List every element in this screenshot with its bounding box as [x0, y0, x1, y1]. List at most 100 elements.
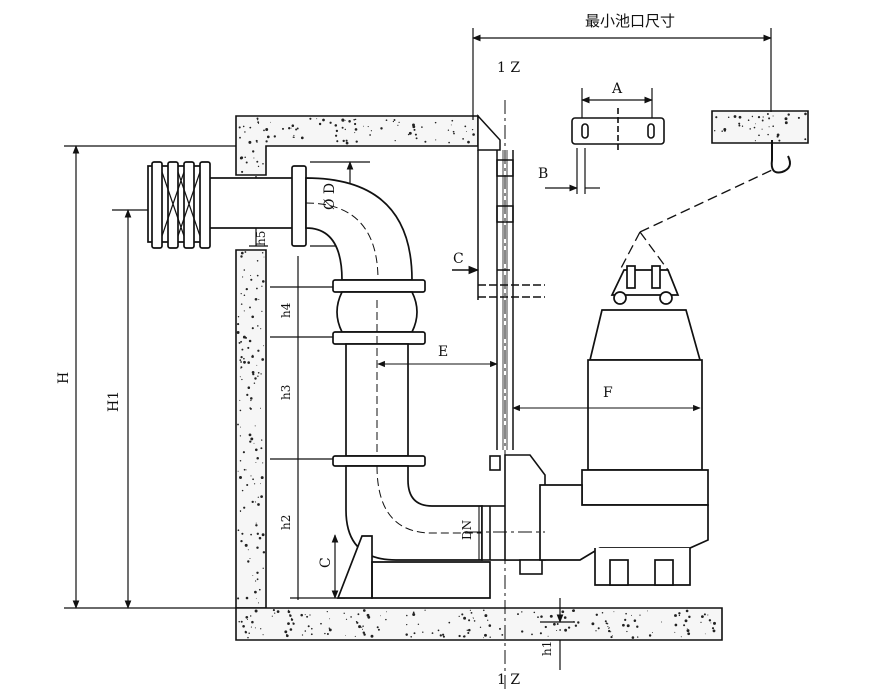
concrete-speck	[253, 442, 255, 444]
concrete-speck	[256, 160, 259, 163]
concrete-speck	[247, 361, 250, 364]
concrete-speck	[244, 631, 248, 634]
concrete-speck	[405, 633, 408, 636]
concrete-speck	[408, 131, 412, 135]
concrete-speck	[253, 382, 256, 384]
concrete-speck	[754, 140, 756, 142]
concrete-speck	[610, 636, 613, 639]
concrete-speck	[370, 634, 374, 638]
concrete-speck	[380, 615, 381, 617]
concrete-speck	[738, 122, 741, 125]
concrete-speck	[531, 633, 533, 636]
concrete-speck	[273, 135, 276, 138]
concrete-speck	[289, 628, 293, 631]
concrete-speck	[354, 132, 356, 134]
concrete-speck	[761, 128, 763, 130]
concrete-speck	[254, 425, 256, 427]
concrete-speck	[626, 630, 628, 633]
concrete-speck	[406, 623, 408, 626]
concrete-speck	[288, 127, 291, 130]
concrete-speck	[254, 297, 258, 301]
concrete-speck	[674, 623, 678, 627]
concrete-speck	[686, 629, 690, 633]
concrete-speck	[292, 136, 295, 138]
concrete-speck	[261, 251, 264, 254]
concrete-speck	[747, 119, 750, 121]
concrete-speck	[245, 615, 249, 619]
concrete-speck	[304, 614, 306, 616]
concrete-speck	[242, 276, 244, 278]
concrete-speck	[246, 483, 249, 487]
concrete-speck	[710, 622, 712, 624]
concrete-speck	[324, 632, 326, 635]
concrete-speck	[238, 126, 241, 129]
concrete-speck	[447, 129, 450, 131]
concrete-speck	[567, 626, 571, 629]
concrete-speck	[601, 611, 604, 614]
concrete-speck	[678, 612, 681, 615]
concrete-speck	[276, 610, 280, 613]
concrete-speck	[344, 128, 346, 131]
concrete-speck	[448, 141, 450, 144]
concrete-speck	[435, 139, 437, 141]
concrete-speck	[499, 627, 501, 630]
concrete-speck	[608, 628, 610, 630]
concrete-speck	[255, 501, 257, 503]
concrete-speck	[563, 616, 567, 619]
concrete-speck	[245, 287, 248, 291]
concrete-speck	[701, 615, 704, 618]
concrete-speck	[439, 634, 442, 637]
concrete-speck	[605, 622, 608, 625]
concrete-speck	[237, 315, 240, 318]
concrete-speck	[242, 451, 245, 454]
concrete-speck	[406, 614, 408, 617]
concrete-speck	[244, 156, 246, 158]
concrete-speck	[239, 459, 242, 462]
concrete-speck	[549, 614, 553, 618]
concrete-speck	[755, 123, 756, 125]
concrete-speck	[687, 632, 691, 636]
concrete-speck	[348, 120, 351, 123]
concrete-speck	[424, 140, 427, 143]
concrete-speck	[240, 340, 243, 343]
concrete-speck	[300, 136, 304, 140]
concrete-speck	[247, 636, 249, 639]
concrete-speck	[437, 629, 440, 632]
concrete-speck	[307, 625, 310, 628]
concrete-speck	[363, 125, 365, 127]
concrete-speck	[257, 602, 260, 604]
concrete-speck	[417, 623, 420, 625]
concrete-speck	[624, 618, 627, 622]
concrete-speck	[263, 256, 265, 258]
concrete-speck	[473, 134, 475, 136]
concrete-speck	[608, 629, 611, 633]
concrete-speck	[577, 621, 580, 624]
concrete-speck	[442, 635, 445, 638]
concrete-speck	[260, 407, 261, 409]
concrete-speck	[240, 303, 243, 305]
concrete-speck	[254, 500, 256, 502]
concrete-speck	[651, 632, 653, 634]
concrete-speck	[293, 134, 295, 137]
label-C-upper: C	[453, 251, 464, 267]
concrete-speck	[292, 621, 294, 623]
concrete-speck	[484, 614, 488, 618]
concrete-speck	[292, 622, 295, 625]
concrete-speck	[255, 522, 257, 524]
concrete-speck	[345, 141, 349, 145]
concrete-speck	[237, 529, 240, 532]
concrete-speck	[639, 614, 641, 616]
concrete-speck	[688, 615, 691, 619]
concrete-speck	[239, 399, 241, 401]
concrete-speck	[309, 614, 311, 616]
concrete-speck	[414, 133, 417, 136]
concrete-speck	[622, 623, 625, 627]
concrete-speck	[355, 140, 358, 143]
concrete-speck	[778, 139, 781, 142]
concrete-speck	[415, 137, 418, 140]
concrete-speck	[256, 117, 259, 120]
concrete-speck	[260, 483, 262, 485]
concrete-speck	[452, 130, 455, 133]
concrete-speck	[462, 635, 465, 638]
concrete-speck	[328, 627, 330, 629]
